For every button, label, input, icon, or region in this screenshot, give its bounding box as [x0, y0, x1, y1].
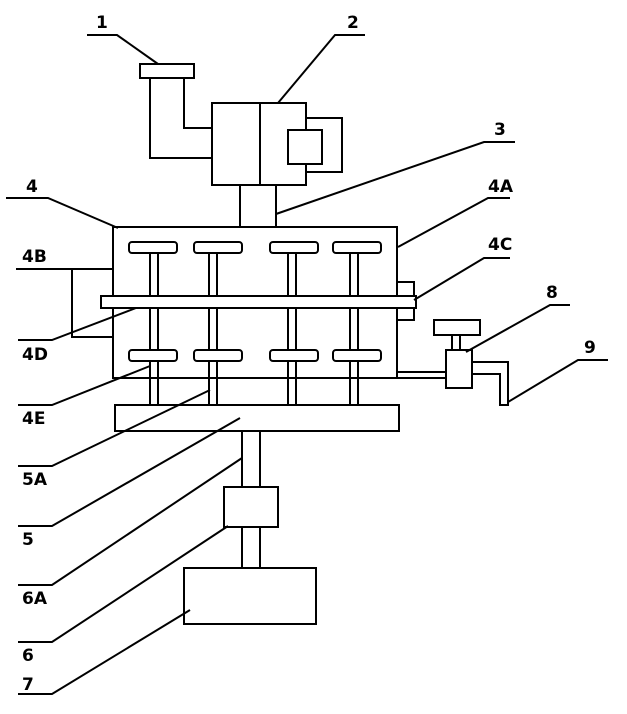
label-5a: 5A	[22, 470, 48, 490]
upper-paddles	[128, 241, 382, 254]
label-4e: 4E	[22, 409, 45, 429]
label-4a: 4A	[488, 177, 514, 197]
part-2-motor	[211, 102, 343, 186]
label-6a: 6A	[22, 589, 48, 609]
label-4d: 4D	[22, 345, 48, 365]
label-8: 8	[546, 283, 558, 303]
part-1-inlet-pipe	[139, 63, 214, 159]
part-5-support-plate	[114, 404, 400, 432]
part-3-connecting-shaft	[239, 184, 277, 228]
part-6-coupling	[223, 486, 279, 528]
label-7: 7	[22, 675, 34, 695]
part-8-valve-and-outlet	[397, 319, 509, 406]
label-4: 4	[26, 177, 38, 197]
label-2: 2	[347, 13, 359, 33]
part-4d-horizontal-shaft	[100, 295, 417, 309]
label-3: 3	[494, 120, 506, 140]
label-5: 5	[22, 530, 34, 550]
label-4c: 4C	[488, 235, 512, 255]
label-9: 9	[584, 338, 596, 358]
leader-lines	[6, 34, 608, 695]
label-1: 1	[96, 13, 108, 33]
label-4b: 4B	[22, 247, 47, 267]
part-labels: 1 2 3 4 4A 4B 4C 4D 8 4E 9 5A 5 6A 6 7	[22, 13, 596, 695]
part-4e-lower-paddles	[128, 349, 382, 362]
part-7-base-motor	[183, 567, 317, 625]
stirring-shafts	[149, 250, 359, 405]
label-6: 6	[22, 646, 34, 666]
